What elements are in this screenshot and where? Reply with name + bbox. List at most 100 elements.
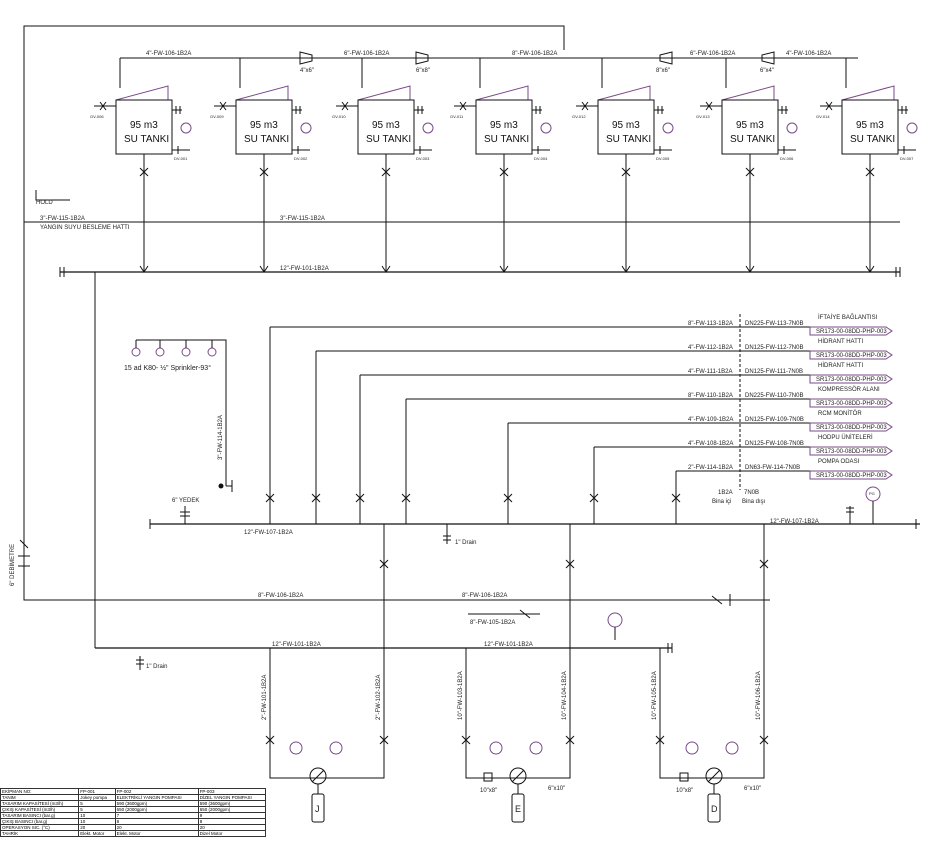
table-cell: Dizel Motor — [197, 830, 267, 837]
sprinkler-note: 15 ad K80- ½" Sprinkler-93° — [124, 364, 211, 372]
pump-reducer-in: 10"x8" — [480, 788, 497, 794]
pump-line-label: 2"-FW-101-1B2A — [262, 675, 268, 720]
pump-tag: J — [315, 804, 320, 814]
outlet-ref: SR173-00-08DD-PHP-003 — [816, 401, 887, 407]
pump-line-label: 10"-FW-105-1B2A — [652, 671, 658, 720]
drain-valve-label: DV-003 — [416, 156, 430, 161]
tank-name: SU TANKI — [850, 134, 895, 145]
main-header-label: 12"-FW-101-1B2A — [280, 266, 329, 272]
vent-label: GV-010 — [332, 114, 346, 119]
pump-group: 2"-FW-101-1B2A 2"-FW-102-1B2A J 10"-FW-103-… — [262, 648, 769, 823]
spec-left-sub: Bina içi — [712, 499, 731, 505]
reducer-icon — [761, 51, 775, 65]
reducer-label-4: 6"x4" — [760, 68, 774, 74]
pump-reducer-out: 6"x10" — [548, 786, 565, 792]
outlet-spec-label: DN225-FW-110-7N0B — [745, 393, 803, 399]
outlet-spec-label: DN63-FW-114-7N0B — [745, 465, 800, 471]
drain-valve-label: DV-001 — [174, 156, 188, 161]
tank-name: SU TANKI — [484, 134, 529, 145]
pump-line-label: 10"-FW-104-1B2A — [562, 671, 568, 720]
reducer-label-3: 8"x6" — [656, 68, 670, 74]
outlet-title: İFTAİYE BAĞLANTISI — [818, 314, 878, 321]
feed-line-label-2: 3"-FW-115-1B2A — [280, 216, 325, 222]
test-branch-label: 8"-FW-105-1B2A — [470, 620, 515, 626]
pump-line-label: 10"-FW-106-1B2A — [756, 671, 762, 720]
tank-name: SU TANKI — [606, 134, 651, 145]
vent-label: GV-014 — [816, 114, 830, 119]
suction-header-label: 12"-FW-101-1B2A — [272, 642, 321, 648]
pump-line-label: 2"-FW-102-1B2A — [376, 675, 382, 720]
outlet-ref: SR173-00-08DD-PHP-003 — [816, 425, 887, 431]
header-line-1: 4"-FW-106-1B2A — [146, 51, 191, 57]
vent-label: GV-012 — [572, 114, 586, 119]
vent-label: GV-009 — [210, 114, 224, 119]
outlet-spec-label: DN125-FW-111-7N0B — [745, 369, 803, 375]
drain-valve-label: DV-005 — [656, 156, 670, 161]
table-cell: Elekt. Motor — [78, 830, 116, 837]
tank-name: SU TANKI — [124, 134, 169, 145]
vent-label: GV-011 — [450, 114, 464, 119]
suction-header-label-2: 12"-FW-101-1B2A — [484, 642, 533, 648]
outlet-title: RCM MONİTÖR — [818, 410, 862, 417]
tank-name: SU TANKI — [366, 134, 411, 145]
table-cell: Elekt. Motor — [114, 830, 199, 837]
reducer-icon — [659, 51, 673, 65]
flowmeter-label: 6" DEBİMETRE — [9, 544, 16, 586]
pump-tag: D — [711, 804, 718, 814]
pump-line-label: 10"-FW-103-1B2A — [458, 671, 464, 720]
outlet-title: HİDRANT HATTI — [818, 338, 863, 345]
drain-label: 1" Drain — [455, 540, 476, 546]
tank-volume: 95 m3 — [490, 120, 518, 131]
header-line-2: 6"-FW-106-1B2A — [344, 51, 389, 57]
drain-valve-label: DV-002 — [294, 156, 308, 161]
hold-label: HOLD — [36, 200, 53, 206]
outlet-branch: 8"-FW-113-1B2A DN225-FW-113-7N0B İFTAİYE B… — [265, 314, 893, 524]
drain-valve-label: DV-006 — [780, 156, 794, 161]
outlet-title: HODPU ÜNİTELERİ — [818, 434, 873, 441]
tank-volume: 95 m3 — [372, 120, 400, 131]
tank-volume: 95 m3 — [130, 120, 158, 131]
outlet-branch: 8"-FW-110-1B2A DN225-FW-110-7N0B KOMPRESSÖ… — [401, 386, 893, 524]
drain-valve-label: DV-007 — [900, 156, 914, 161]
header-line-3: 8"-FW-106-1B2A — [512, 51, 557, 57]
distribution-header-label: 12"-FW-107-1B2A — [244, 530, 293, 536]
outlet-line-label: 2"-FW-114-1B2A — [688, 465, 733, 471]
outlet-title: KOMPRESSÖR ALANI — [818, 386, 880, 393]
reducer-icon — [415, 51, 429, 65]
outlet-line-label: 8"-FW-110-1B2A — [688, 393, 733, 399]
tank-name: SU TANKI — [730, 134, 775, 145]
test-line-label-2: 8"-FW-106-1B2A — [462, 593, 507, 599]
outlet-line-label: 4"-FW-109-1B2A — [688, 417, 733, 423]
outlet-line-label: 8"-FW-113-1B2A — [688, 321, 733, 327]
outlet-ref: SR173-00-08DD-PHP-003 — [816, 353, 887, 359]
sprinkler-line-label: 3"-FW-114-1B2A — [218, 415, 224, 460]
outlet-spec-label: DN125-FW-108-7N0B — [745, 441, 804, 447]
pump-tag: E — [515, 804, 521, 814]
pump-skid: 10"-FW-103-1B2A 10"-FW-104-1B2A E 10"x8" 6"x… — [458, 648, 575, 823]
outlet-line-label: 4"-FW-108-1B2A — [688, 441, 733, 447]
reducer-label-2: 6"x8" — [416, 68, 430, 74]
outlet-branch: 2"-FW-114-1B2A DN63-FW-114-7N0B POMPA ODAS… — [671, 459, 893, 524]
vent-label: GV-013 — [696, 114, 710, 119]
outlet-title: POMPA ODASI — [818, 459, 860, 465]
outlet-ref: SR173-00-08DD-PHP-003 — [816, 329, 887, 335]
pump-reducer-out: 6"x10" — [744, 786, 761, 792]
outlet-spec-label: DN225-FW-113-7N0B — [745, 321, 803, 327]
reducer-label-1: 4"x6" — [300, 68, 314, 74]
tank-volume: 95 m3 — [612, 120, 640, 131]
tank-volume: 95 m3 — [856, 120, 884, 131]
spec-right: 7N0B — [744, 490, 759, 496]
outlet-title: HİDRANT HATTI — [818, 362, 863, 369]
